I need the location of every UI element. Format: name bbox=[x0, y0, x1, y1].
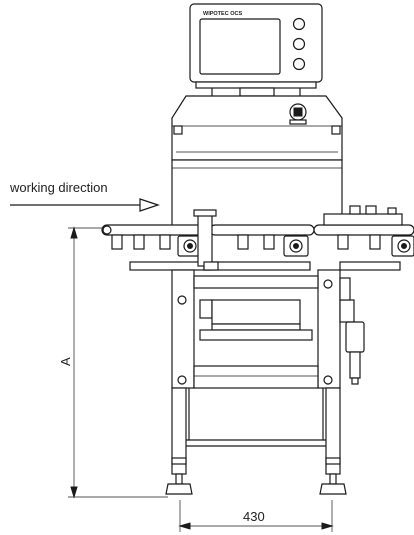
sensor-post bbox=[193, 209, 219, 319]
width-dimension: 430 bbox=[178, 500, 334, 532]
terminal-button-3 bbox=[292, 57, 306, 71]
infeed-conveyor bbox=[101, 224, 211, 271]
left-frame-post bbox=[171, 269, 195, 389]
upper-housing bbox=[171, 95, 343, 161]
working-direction-arrow-head bbox=[139, 198, 160, 212]
outfeed-conveyor bbox=[313, 205, 414, 271]
touch-screen bbox=[199, 18, 281, 75]
left-foot bbox=[165, 483, 193, 495]
support-legs bbox=[165, 387, 347, 495]
terminal-button-1 bbox=[292, 17, 306, 31]
right-foot bbox=[319, 483, 347, 495]
working-direction-label: working direction bbox=[9, 180, 108, 195]
weighing-conveyor bbox=[203, 224, 315, 271]
height-dimension: A bbox=[58, 226, 168, 499]
working-direction-annotation: working direction bbox=[9, 180, 160, 212]
pneumatic-unit bbox=[339, 277, 365, 385]
display-brand-text: WIPOTEC OCS bbox=[203, 11, 242, 17]
width-dimension-label: 430 bbox=[243, 509, 265, 524]
terminal-button-2 bbox=[292, 37, 306, 51]
height-dimension-label: A bbox=[58, 357, 73, 366]
hmi-terminal: WIPOTEC OCS bbox=[189, 3, 323, 97]
machine-frame bbox=[171, 269, 341, 389]
